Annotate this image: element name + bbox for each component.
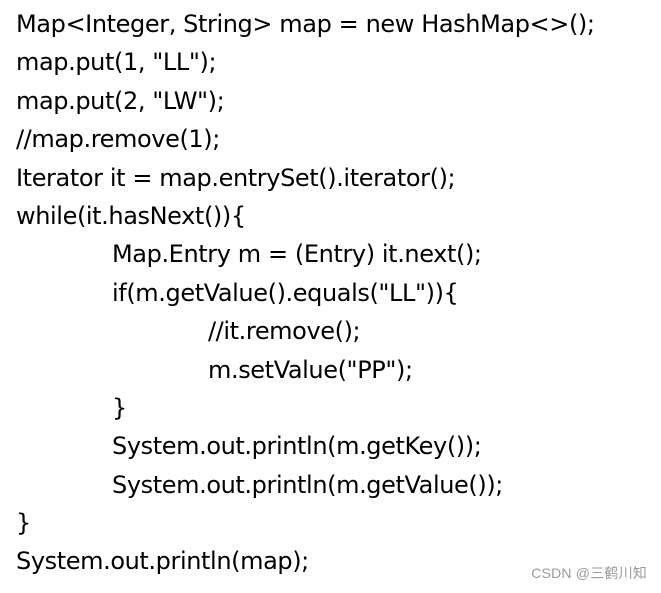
code-line: Map.Entry m = (Entry) it.next(); [112,240,482,269]
code-line: map.put(2, "LW"); [16,86,225,115]
code-line: System.out.println(m.getKey()); [112,432,482,461]
code-line: Map<Integer, String> map = new HashMap<>… [16,10,595,38]
code-line: System.out.println(map); [16,547,309,576]
code-line: Iterator it = map.entrySet().iterator(); [16,163,456,192]
code-line: while(it.hasNext()){ [16,201,246,230]
code-line: } [16,509,31,538]
code-line-comment: //it.remove(); [208,317,361,346]
code-line: if(m.getValue().equals("LL")){ [112,278,459,307]
code-line: m.setValue("PP"); [208,355,413,384]
csdn-watermark: CSDN @三鹤川知 [531,565,647,581]
code-line: } [112,393,127,422]
code-line: map.put(1, "LL"); [16,48,217,77]
code-line: System.out.println(m.getValue()); [112,470,503,499]
code-line-comment: //map.remove(1); [16,125,220,154]
code-snippet: Map<Integer, String> map = new HashMap<>… [16,5,653,581]
